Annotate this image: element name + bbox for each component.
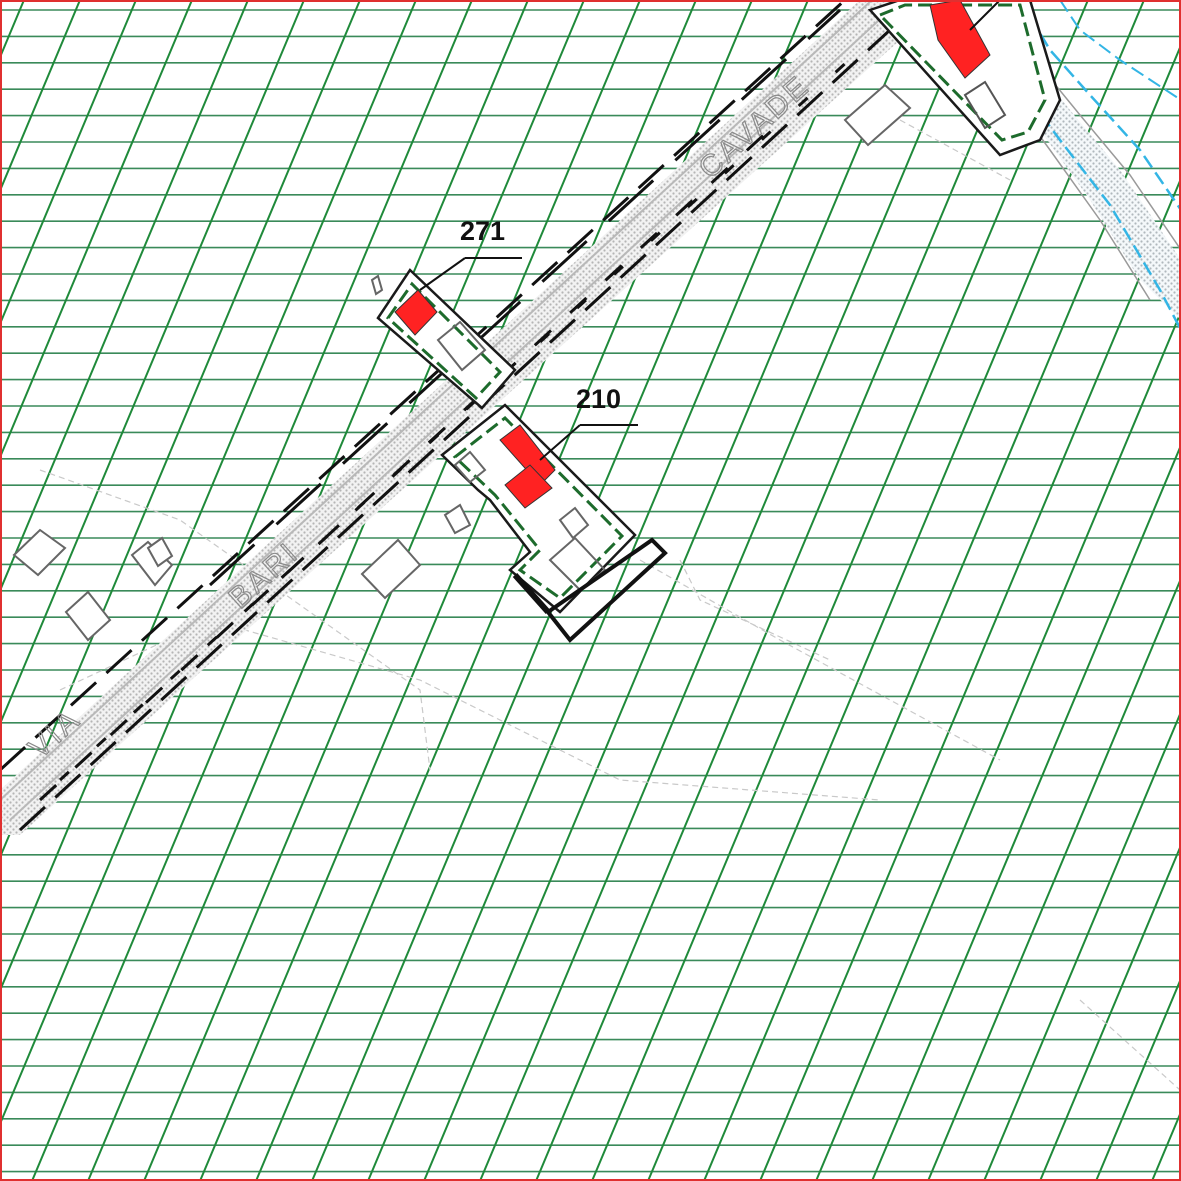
hatch-line (0, 0, 137, 327)
building-outlines (12, 83, 912, 642)
hatch-line (0, 0, 249, 594)
hatch-line (983, 709, 1181, 1181)
road-via-bari-cavade (0, 0, 900, 835)
hatch-line (535, 0, 1033, 1181)
hatch-line (479, 0, 977, 1181)
hatch-line (423, 0, 921, 1181)
hatch-line (0, 0, 417, 994)
parcel-number-271: 271 (460, 216, 505, 246)
hatch-line (871, 442, 1181, 1181)
hatch-line (367, 0, 865, 1181)
parcel-number-210: 210 (576, 384, 621, 414)
building-271 (394, 289, 438, 336)
hatch-line (87, 0, 585, 1181)
hatch-line (591, 0, 1089, 1181)
parcel-271 (376, 257, 522, 410)
hatch-line (0, 0, 361, 860)
hatch-line (647, 0, 1145, 1181)
hatch-line (0, 0, 305, 727)
hatch-line (1039, 842, 1181, 1181)
hatch-line (1095, 976, 1181, 1181)
hatch-line (0, 0, 193, 460)
hatch-line (815, 309, 1181, 1181)
parcel-top-right (867, 0, 1062, 157)
parcel-210 (440, 403, 668, 643)
hatch-line (199, 0, 697, 1181)
horizontal-hatch-lines (0, 9, 1181, 1173)
faint-parcel-lines (39, 119, 1181, 1091)
hatch-line (927, 576, 1181, 1181)
